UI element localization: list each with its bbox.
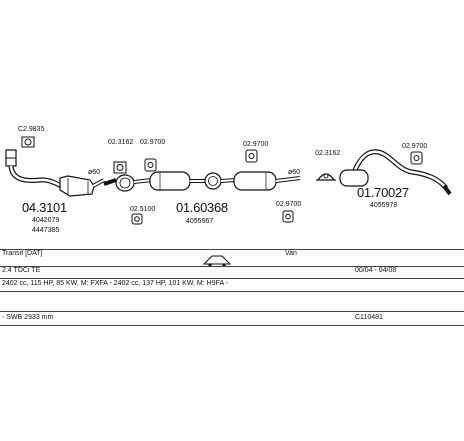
rear-silencer-tailpipe[interactable]: [339, 149, 452, 196]
hanger-b[interactable]: [131, 213, 143, 225]
label-hanger-b: 02.5100: [130, 206, 155, 213]
engine-spec: 2402 cc, 115 HP, 85 KW, M: FXFA - 2402 c…: [2, 280, 229, 287]
label-clamp-right: 02.3162: [315, 150, 340, 157]
label-hanger-c: 02.9700: [243, 141, 268, 148]
car-icon: [202, 255, 232, 267]
label-p3-oe: 4055978: [370, 202, 397, 209]
label-p1-dia: ø60: [88, 169, 100, 176]
body-type: Van: [285, 250, 297, 257]
hanger-d[interactable]: [282, 210, 294, 223]
label-p2-oe: 4055967: [186, 218, 213, 225]
hanger-c[interactable]: [245, 149, 258, 163]
label-hanger-e: 02.9700: [402, 143, 427, 150]
wheelbase: - SWB 2933 mm: [2, 314, 54, 321]
label-p2-dia: ø60: [288, 169, 300, 176]
hanger-e[interactable]: [410, 151, 423, 165]
label-p1-oe2: 4447385: [32, 227, 59, 234]
clamp-right[interactable]: [316, 173, 336, 181]
front-pipe-catalyst[interactable]: [5, 149, 105, 197]
table-line-3: [0, 291, 464, 292]
table-line-1: [0, 266, 464, 267]
gasket-c2-9835[interactable]: [21, 136, 35, 148]
engine: 2.4 TDCi TE: [2, 267, 41, 274]
clamp-left[interactable]: [113, 161, 127, 174]
label-hanger-a: 02.9700: [140, 139, 165, 146]
label-p2-number: 01.60368: [176, 200, 228, 215]
label-p1-oe1: 4042079: [32, 217, 59, 224]
label-clamp-left: 02.3162: [108, 139, 133, 146]
table-line-4: [0, 311, 464, 312]
table-line-top: [0, 249, 464, 250]
reference-code: C110481: [355, 314, 383, 321]
middle-silencer-section[interactable]: [103, 171, 301, 192]
hanger-a[interactable]: [144, 158, 157, 172]
table-line-2: [0, 278, 464, 279]
label-p1-code: C2.9835: [18, 126, 45, 133]
table-line-5: [0, 325, 464, 326]
label-p1-number: 04.3101: [22, 200, 67, 215]
label-p3-number: 01.70027: [357, 185, 409, 200]
vehicle-model: Transit [DAT]: [2, 250, 43, 257]
production-period: 00/04 - 04/08: [355, 267, 397, 274]
label-hanger-d: 02.9700: [276, 201, 301, 208]
